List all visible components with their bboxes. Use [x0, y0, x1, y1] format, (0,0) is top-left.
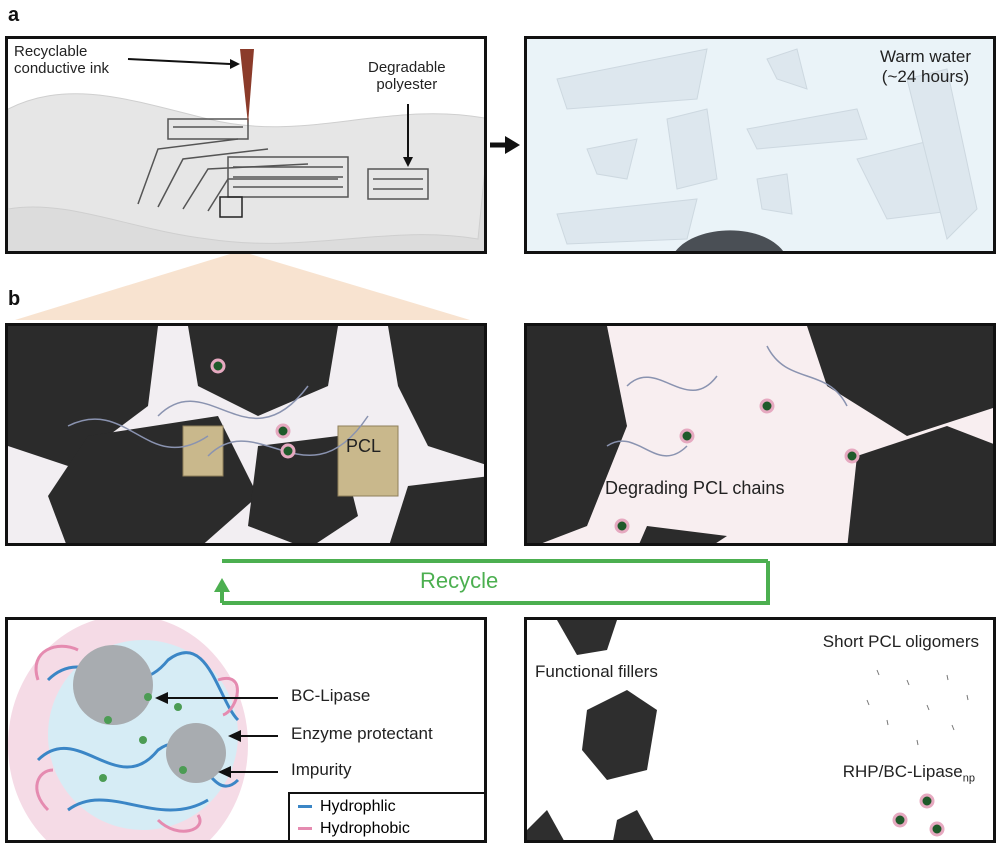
printed-circuit-illustration	[8, 49, 484, 251]
panel-b-degrading: Degrading PCL chains	[524, 323, 996, 546]
hydrophobic-swatch	[298, 827, 312, 831]
recycle-label: Recycle	[420, 568, 499, 593]
panel-a-printed-circuit: Recyclable conductive ink Degradable pol…	[5, 36, 487, 254]
degrading-illustration	[527, 326, 993, 543]
pcl-label: PCL	[346, 436, 382, 456]
ink-label: Recyclable conductive ink	[14, 43, 110, 78]
polyester-label: Degradable polyester	[368, 59, 446, 94]
recovered-illustration	[527, 620, 969, 840]
legend: Hydrophlic Hydrophobic	[288, 792, 484, 840]
nanoparticle-illustration	[8, 620, 278, 840]
rhp-bc-lipase-label: RHP/BC-Lipasenp	[842, 762, 975, 785]
hydrophilic-swatch	[298, 805, 312, 809]
arrow-up-icon	[214, 578, 230, 592]
legend-item-hydrophobic: Hydrophobic	[298, 820, 410, 838]
enzyme-protectant-label: Enzyme protectant	[291, 724, 433, 743]
degraded-fragments	[556, 48, 978, 251]
warm-water-label: Warm water (~24 hours)	[880, 47, 971, 86]
legend-item-hydrophilic: Hydrophlic	[298, 798, 396, 816]
bc-lipase-label: BC-Lipase	[291, 686, 371, 705]
panel-a-warm-water: Warm water (~24 hours)	[524, 36, 996, 254]
panel-label-b: b	[8, 288, 21, 310]
panel-b-composite: PCL	[5, 323, 487, 546]
short-pcl-oligomers-label: Short PCL oligomers	[822, 632, 979, 651]
functional-fillers-label: Functional fillers	[535, 662, 658, 681]
panel-recovered: Functional fillers Short PCL oligomers R…	[524, 617, 996, 843]
impurity-label: Impurity	[291, 760, 352, 779]
panel-label-a: a	[8, 4, 20, 26]
panel-bc-lipase: BC-Lipase Enzyme protectant Impurity Hyd…	[5, 617, 487, 843]
zoom-wedge	[15, 254, 470, 320]
degrading-chains-label: Degrading PCL chains	[605, 478, 785, 498]
composite-illustration	[8, 326, 484, 543]
